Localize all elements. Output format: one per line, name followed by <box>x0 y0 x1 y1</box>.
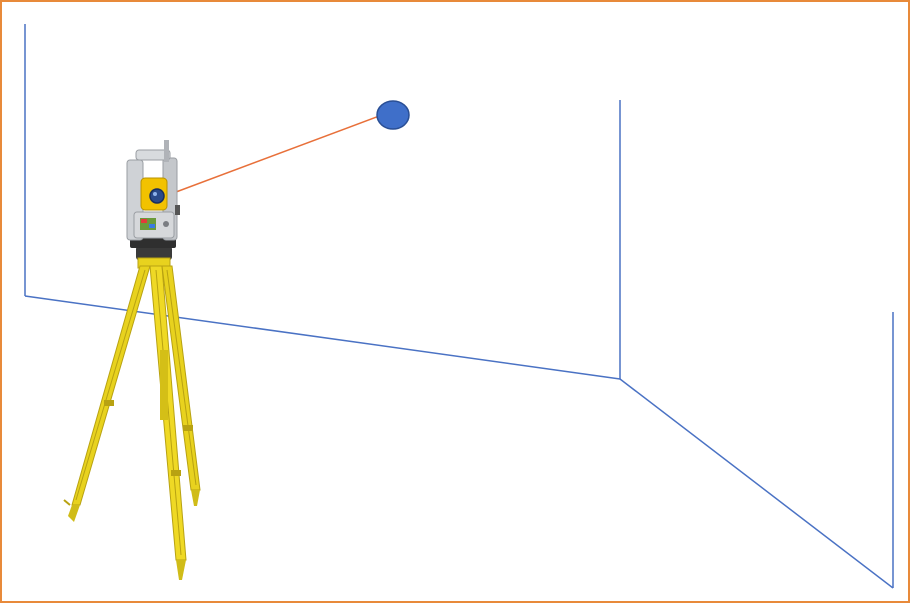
floor-line-back <box>24 295 621 380</box>
floor-line-right <box>619 378 894 589</box>
tripod-icon <box>63 246 201 580</box>
target-point-icon <box>376 100 410 130</box>
wall-outline <box>24 24 894 589</box>
total-station-icon <box>126 140 180 248</box>
laser-beam-line <box>167 114 383 196</box>
